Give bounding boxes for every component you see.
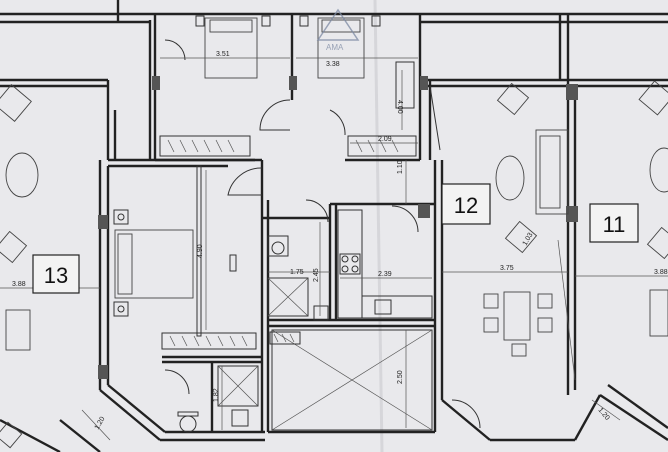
dim-bath-width: 1.75 [290, 269, 304, 276]
dim-living-width: 3.75 [500, 265, 514, 272]
apartment-12-number: 12 [454, 193, 478, 218]
apartment-11-box [589, 203, 639, 243]
watermark-text: AMA [326, 43, 344, 52]
dim-bedroom-b-width: 3.38 [326, 61, 340, 68]
dim-bedroom-a-width: 3.51 [216, 51, 230, 58]
dim-kitchen-width: 2.39 [378, 271, 392, 278]
dim-left-bedroom-depth: 4.90 [197, 244, 204, 258]
apartment-11-number: 11 [603, 212, 626, 237]
paper-fold [373, 0, 384, 452]
dim-bedroom-b-depth: 4.00 [396, 100, 403, 114]
dimension-lines [0, 57, 668, 441]
dim-apt13-width: 3.88 [12, 281, 26, 288]
exterior-walls [0, 0, 668, 160]
apartment-12 [429, 80, 602, 442]
apartment-11 [599, 80, 668, 442]
dim-corridor-length: 1.10 [397, 160, 404, 174]
apartment-13-number: 13 [44, 263, 68, 288]
dim-shower-depth: 1.82 [213, 388, 220, 402]
dim-bath-depth: 2.45 [313, 268, 320, 282]
apartment-13-box [32, 254, 80, 294]
dim-balcony-width: 2.09 [378, 136, 392, 143]
apartment-labels: 13 12 11 [32, 183, 639, 294]
watermark: AMA [316, 8, 360, 52]
apartment-13 [0, 84, 265, 452]
watermark-logo-icon [316, 8, 360, 41]
apartment-12-box [441, 183, 491, 225]
upper-bedrooms [148, 12, 668, 162]
dim-apt11-width: 3.88 [654, 269, 668, 276]
service-core [227, 160, 444, 434]
dim-shaft-depth: 2.50 [397, 370, 404, 384]
